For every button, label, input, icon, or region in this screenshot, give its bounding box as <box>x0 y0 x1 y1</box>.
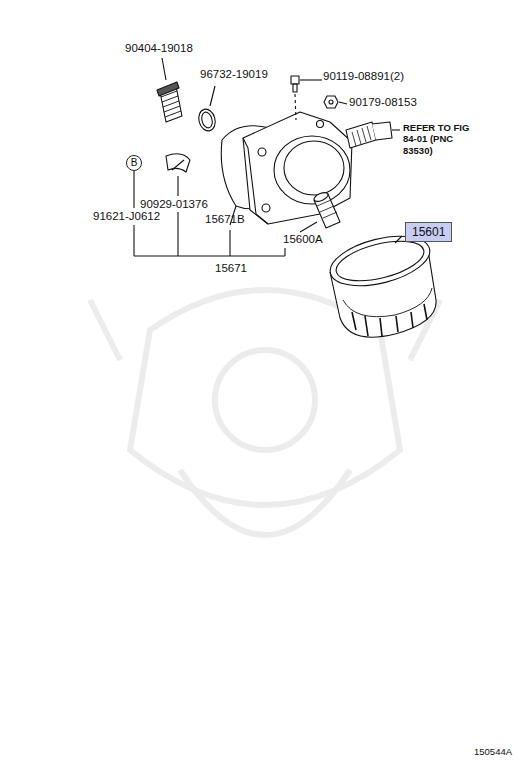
nut <box>324 96 347 108</box>
part-number: 90404-19018 <box>125 42 193 55</box>
o-ring <box>196 86 217 133</box>
node-text: 15601 <box>412 225 445 239</box>
part-number: 90179-08153 <box>349 96 417 109</box>
part-number: 15671 <box>215 262 247 275</box>
reference-note: REFER TO FIG 84-01 (PNC 83530) <box>403 122 473 156</box>
highlighted-part-number: 15601 <box>405 222 452 242</box>
part-number: 15671B <box>205 213 245 226</box>
plug <box>157 58 182 122</box>
clip <box>166 154 190 196</box>
node-text: B <box>127 156 141 170</box>
part-number: 15600A <box>283 233 323 246</box>
oil-filter <box>325 227 436 337</box>
pressure-switch <box>346 122 400 148</box>
figure-number: 150544A <box>474 747 512 758</box>
part-number: 90929-01376 <box>140 198 208 211</box>
bolt <box>291 76 322 120</box>
reference-circle: B <box>126 155 142 171</box>
filter-bracket <box>243 112 352 224</box>
part-number: 96732-19019 <box>200 68 268 81</box>
part-number: 91621-J0612 <box>93 210 160 223</box>
part-number: 90119-08891(2) <box>323 70 404 83</box>
